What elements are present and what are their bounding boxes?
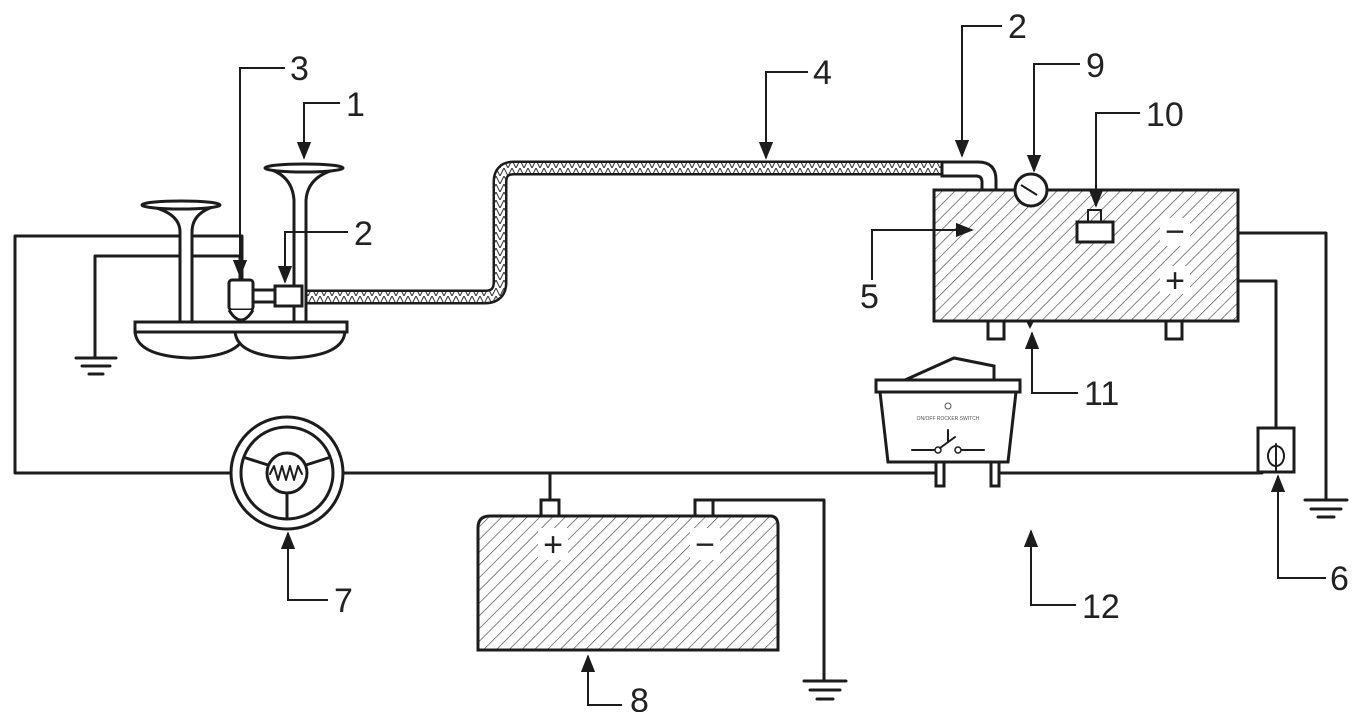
callout-2-compressor: 2 xyxy=(1008,8,1027,46)
compressor-neg-terminal-label: − xyxy=(1165,213,1185,251)
callout-8: 8 xyxy=(630,682,649,712)
ground-symbol-compressor xyxy=(1303,498,1349,519)
callout-6: 6 xyxy=(1330,560,1349,598)
callout-5: 5 xyxy=(860,278,879,316)
ground-symbol-horn xyxy=(74,356,118,376)
callout-12: 12 xyxy=(1082,588,1120,626)
switch-caption: ON/OFF ROCKER SWITCH xyxy=(917,416,980,422)
callout-3: 3 xyxy=(290,50,309,88)
pressure-switch-icon xyxy=(1075,209,1115,244)
callout-7: 7 xyxy=(334,582,353,620)
battery-neg-terminal-label: − xyxy=(695,526,715,564)
fuse-icon xyxy=(1256,426,1296,474)
air-hose xyxy=(302,160,998,305)
battery: + − xyxy=(476,498,780,652)
air-compressor: − + xyxy=(932,172,1240,341)
compressor-pos-terminal-label: + xyxy=(1165,262,1185,300)
callout-9: 9 xyxy=(1086,47,1105,85)
callout-4: 4 xyxy=(813,54,832,92)
steering-wheel-horn-button-icon xyxy=(229,415,345,531)
pressure-gauge-icon xyxy=(1013,172,1049,208)
air-horns xyxy=(133,162,349,360)
callout-leaders xyxy=(232,25,1326,706)
callout-1: 1 xyxy=(346,86,365,124)
rocker-switch-icon: ON/OFF ROCKER SWITCH xyxy=(874,356,1022,488)
ground-symbol-battery xyxy=(802,679,848,701)
wire-horn-loop xyxy=(13,234,244,475)
battery-pos-terminal-label: + xyxy=(543,526,563,564)
callout-labels: 1 2 3 4 2 9 10 5 11 6 7 8 12 xyxy=(290,8,1349,712)
callout-2-horn: 2 xyxy=(354,215,373,253)
callout-10: 10 xyxy=(1146,96,1184,134)
callout-11: 11 xyxy=(1084,375,1119,413)
